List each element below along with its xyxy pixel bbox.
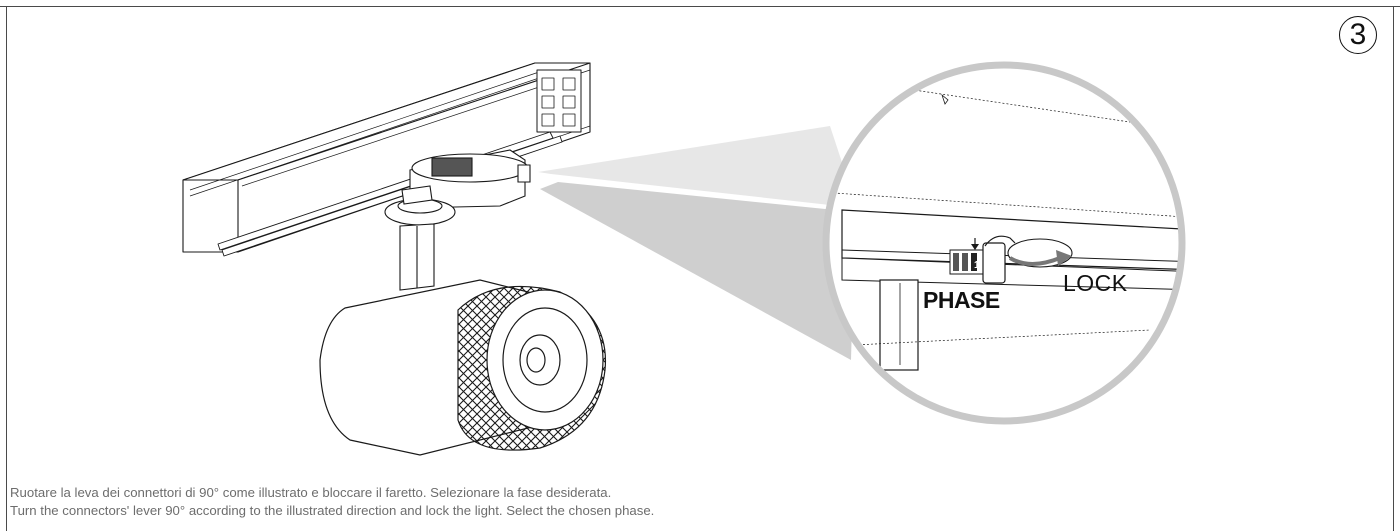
track-adapter <box>384 149 531 226</box>
step-number: 3 <box>1349 18 1367 51</box>
phase-label: PHASE <box>923 287 1000 313</box>
track-rail <box>182 62 591 257</box>
top-border <box>0 6 1400 7</box>
step-number-badge: 3 <box>1339 16 1377 54</box>
track-light-illustration: 1 <box>182 61 1186 456</box>
zoom-detail: 1 <box>822 61 1186 425</box>
left-border <box>6 6 7 531</box>
right-border <box>1393 6 1394 531</box>
spotlight-head <box>319 279 607 456</box>
zoom-connector <box>538 126 857 360</box>
caption-italian: Ruotare la leva dei connettori di 90° co… <box>10 485 612 500</box>
caption-english: Turn the connectors' lever 90° according… <box>10 503 655 518</box>
lock-label: LOCK <box>1063 270 1128 296</box>
instruction-caption: Ruotare la leva dei connettori di 90° co… <box>10 484 654 520</box>
svg-text:1: 1 <box>974 260 980 271</box>
spotlight-stem <box>399 223 435 291</box>
